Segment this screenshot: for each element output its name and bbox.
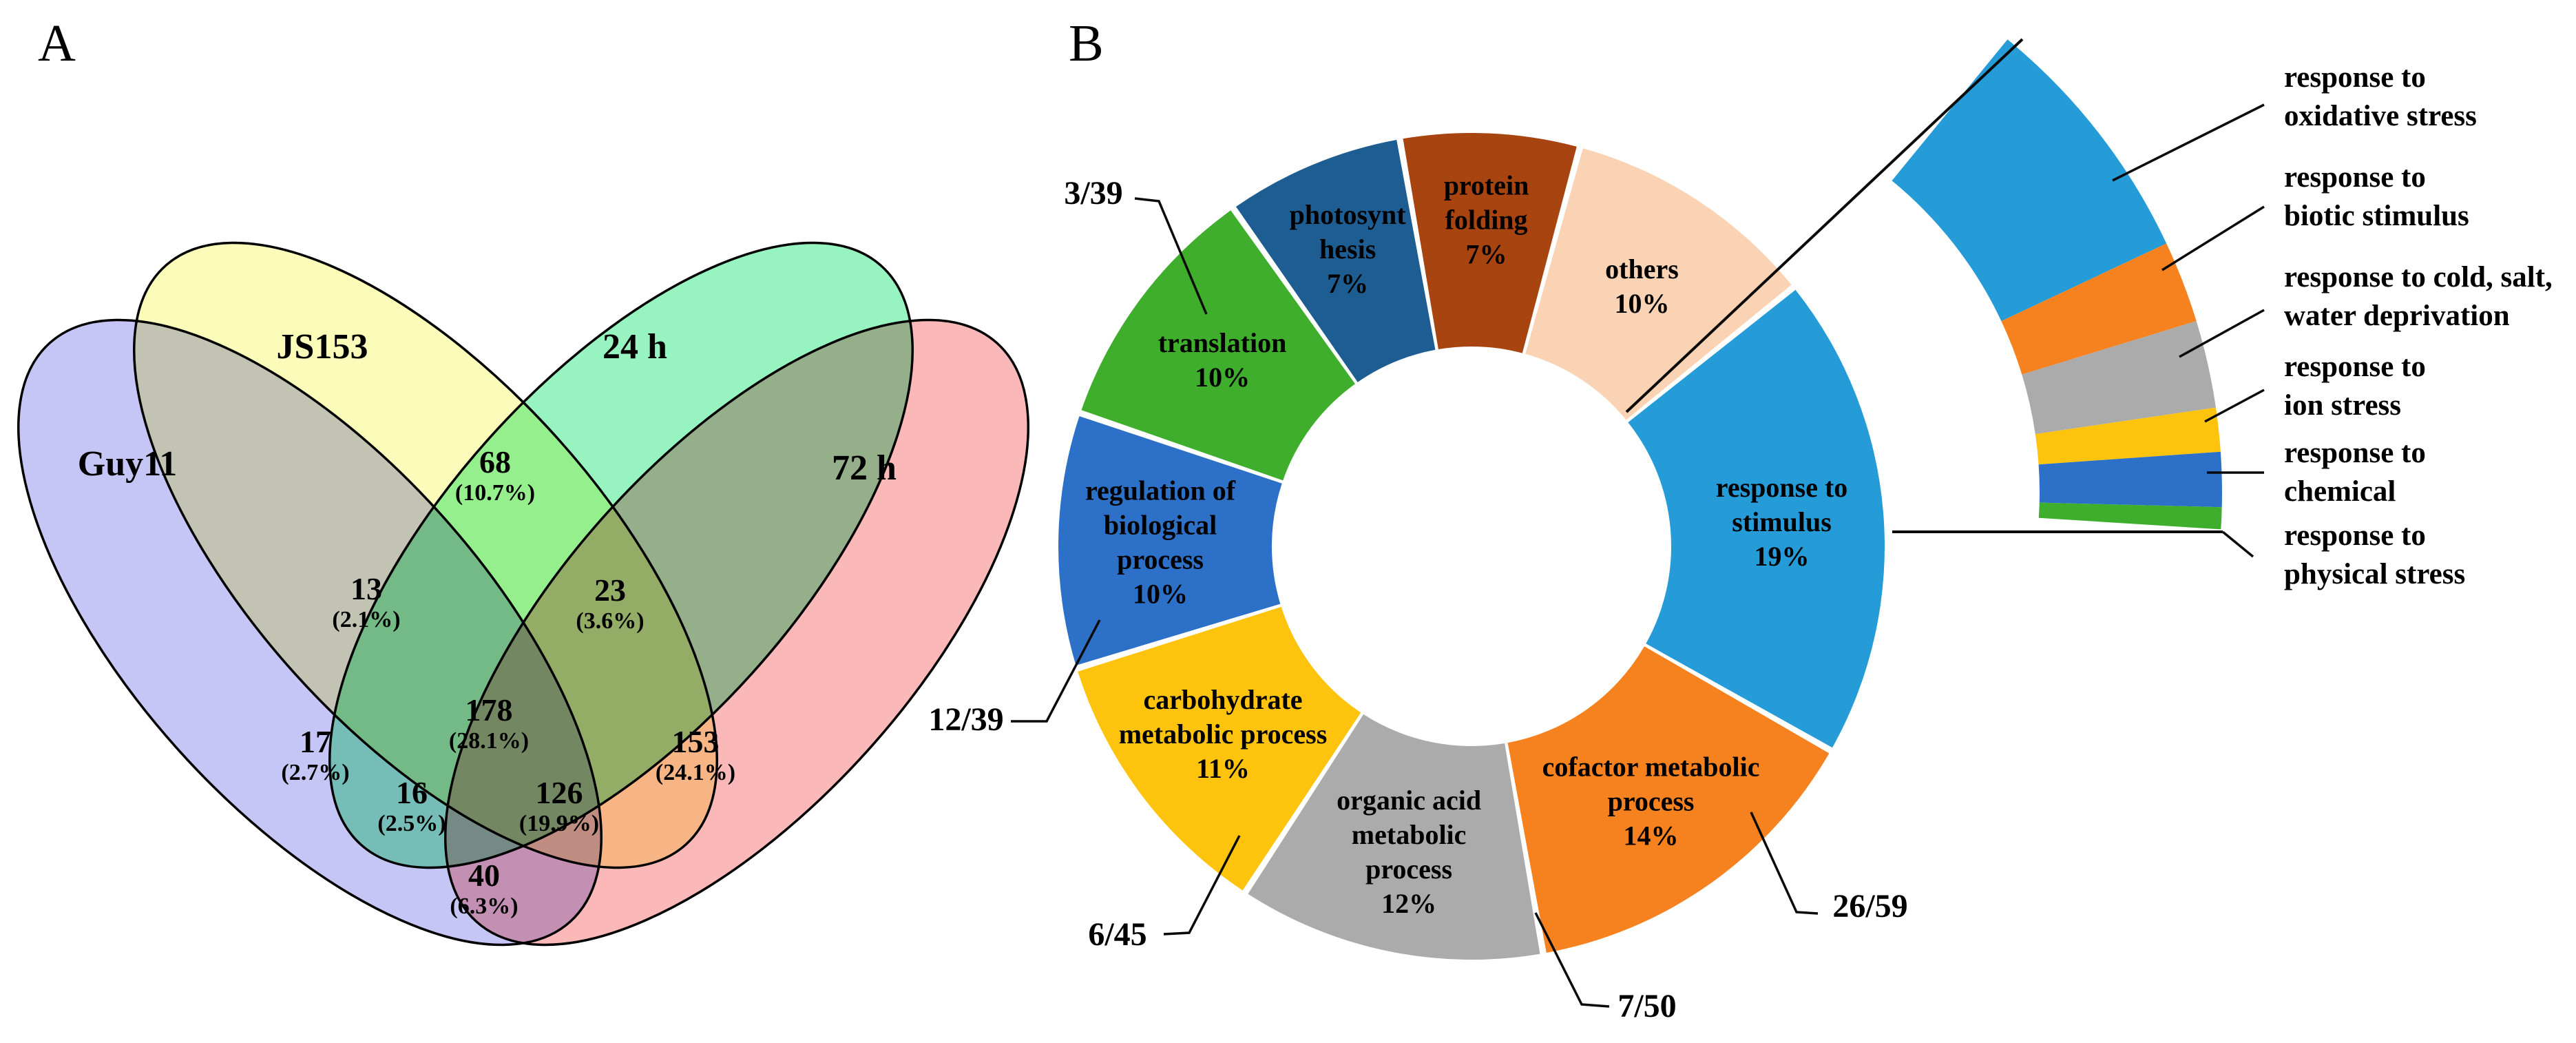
venn-outline-24h: [328, 241, 914, 869]
venn-diagram: [18, 242, 1029, 945]
venn-region-count: 16: [396, 775, 428, 810]
venn-region-pct: (2.1%): [332, 607, 400, 632]
venn-region-count: 23: [594, 572, 626, 608]
breakout-segment-response-to-biotic-stimulus: [2001, 243, 2197, 375]
venn-region-label: 16(2.5%): [377, 775, 446, 836]
callout-line-7-50: [1534, 912, 1610, 1008]
panel-a-label: A: [38, 14, 76, 72]
venn-set-label-JS153: JS153: [277, 327, 368, 366]
breakout-segment-response-to-oxidative-stress: [1892, 39, 2167, 322]
venn-region-count: 68: [479, 444, 511, 479]
callout-text-7-50: 7/50: [1617, 988, 1676, 1024]
donut-slice-organic-acid-metabolic-process: [1248, 714, 1540, 960]
donut-slice-protein-folding: [1403, 133, 1577, 353]
legend-leader-line: [2221, 530, 2254, 558]
venn-outline-JS153: [133, 241, 718, 869]
venn-region-count: 178: [465, 692, 513, 727]
venn-region-label: 68(10.7%): [455, 444, 535, 506]
legend-label: response to cold, salt,water deprivation: [2284, 261, 2553, 332]
breakout-segment-response-to-cold,-salt,-water-deprivation: [2022, 321, 2216, 435]
venn-region-count: 40: [468, 858, 500, 893]
donut-slice-regulation-of-biological-process: [1058, 416, 1282, 665]
venn-region-label: 17(2.7%): [281, 724, 349, 785]
venn-set-label-72h: 72 h: [832, 448, 897, 488]
venn-set-label-24h: 24 h: [603, 327, 667, 366]
callout-text-6-45: 6/45: [1088, 916, 1146, 953]
venn-region-pct: (2.7%): [281, 760, 349, 785]
breakout-segment-response-to-ion-stress: [2035, 407, 2221, 465]
donut-slice-others: [1525, 148, 1792, 420]
donut-slice-photosynthesis: [1236, 140, 1436, 382]
breakout-segment-response-to-physical-stress: [2038, 502, 2222, 530]
venn-region-label: 40(6.3%): [450, 858, 518, 919]
venn-region-pct: (10.7%): [455, 480, 535, 506]
donut-slice-cofactor-metabolic-process: [1507, 646, 1830, 953]
callout-line-3-39: [1134, 197, 1208, 315]
venn-region-pct: (24.1%): [656, 760, 735, 785]
venn-region-count: 126: [536, 775, 583, 810]
venn-region-label: 13(2.1%): [332, 571, 400, 632]
venn-region-label: 153(24.1%): [656, 724, 735, 785]
callout-line-6-45: [1163, 835, 1241, 936]
donut-slice-response-to-stimulus: [1628, 289, 1885, 748]
callout-line-26-59: [1750, 812, 1819, 915]
callout-text-12-39: 12/39: [928, 701, 1003, 738]
venn-region-count: 153: [672, 724, 720, 759]
venn-region-count: 17: [300, 724, 331, 759]
venn-outline-Guy11: [17, 318, 603, 947]
venn-region-pct: (19.9%): [519, 811, 599, 836]
donut-slice-carbohydrate-metabolic-process: [1078, 606, 1361, 891]
venn-outline-72h: [444, 318, 1029, 947]
callout-line-12-39: [1011, 619, 1101, 723]
donut-slice-translation: [1081, 210, 1355, 481]
panel-b-label: B: [1069, 14, 1104, 72]
legend-item-response-to-cold,-salt,-water-deprivation: response to cold, salt,water deprivation: [2179, 261, 2553, 358]
venn-set-label-Guy11: Guy11: [78, 444, 178, 484]
venn-region-label: 178(28.1%): [449, 692, 529, 754]
legend-leader-line: [2179, 309, 2265, 358]
callout-text-26-59: 26/59: [1832, 888, 1907, 925]
venn-region-label: 126(19.9%): [519, 775, 599, 836]
legend-leader-line: [2112, 103, 2265, 182]
breakout-segment-response-to-chemical: [2038, 451, 2222, 508]
legend-leader-line: [2204, 389, 2265, 423]
callout-text-3-39: 3/39: [1064, 175, 1122, 211]
venn-region-pct: (3.6%): [576, 608, 644, 634]
venn-region-label: 23(3.6%): [576, 572, 644, 634]
venn-region-count: 13: [350, 571, 382, 606]
venn-region-pct: (2.5%): [377, 811, 446, 836]
breakout-connector-line-1: [1625, 38, 2024, 413]
legend-leader-line: [2161, 205, 2265, 271]
venn-region-pct: (28.1%): [449, 728, 529, 754]
venn-region-pct: (6.3%): [450, 894, 518, 919]
